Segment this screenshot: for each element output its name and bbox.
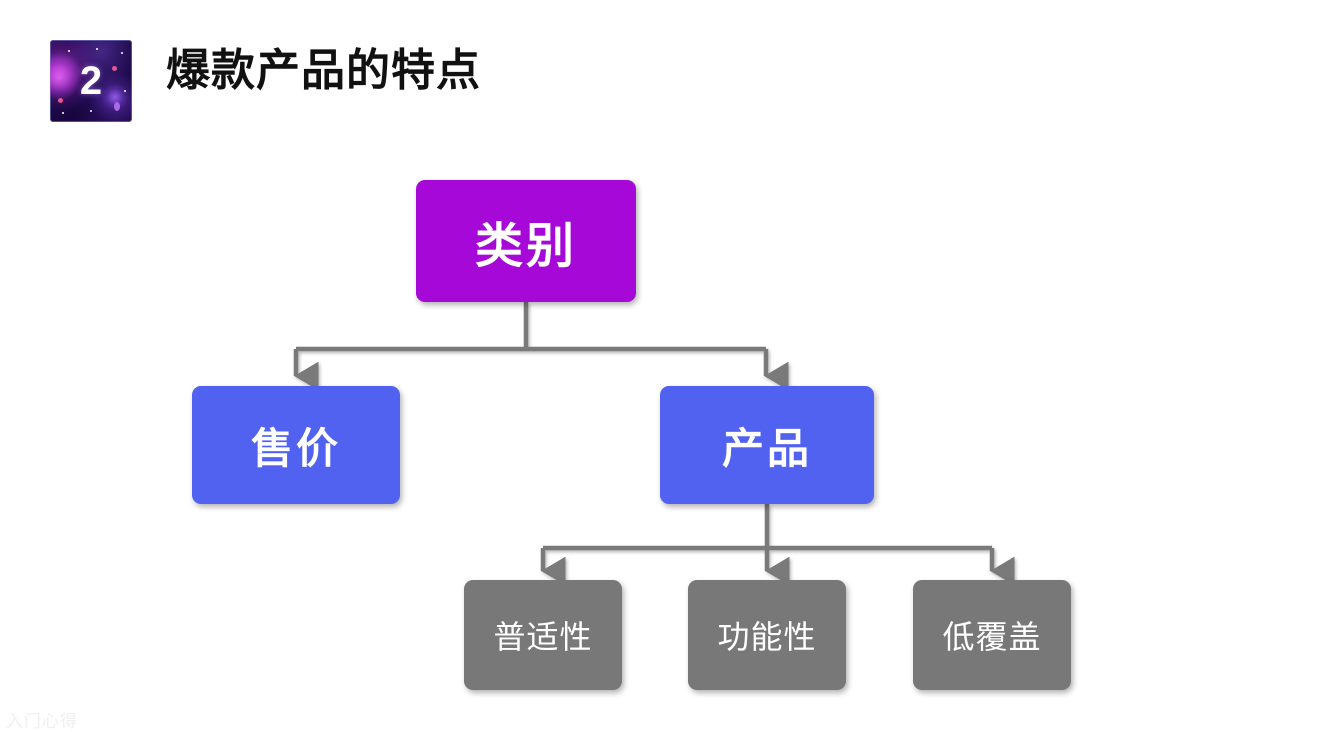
node-coverage-label: 低覆盖 bbox=[942, 619, 1042, 655]
slide-header: 2 爆款产品的特点 bbox=[0, 0, 1318, 140]
badge-star-2 bbox=[96, 48, 98, 50]
badge-speck-1 bbox=[58, 98, 63, 103]
badge-star-1 bbox=[68, 50, 70, 52]
footer-residue-text: 入门心得 bbox=[6, 712, 78, 731]
node-product-label: 产品 bbox=[721, 424, 812, 472]
node-general[interactable]: 普适性 bbox=[464, 580, 622, 690]
node-price[interactable]: 售价 bbox=[192, 386, 400, 504]
node-function[interactable]: 功能性 bbox=[688, 580, 846, 690]
page-title: 爆款产品的特点 bbox=[166, 46, 481, 95]
node-general-label: 普适性 bbox=[493, 619, 593, 655]
node-product[interactable]: 产品 bbox=[660, 386, 874, 504]
badge-speck-3 bbox=[114, 102, 120, 111]
badge-star-6 bbox=[124, 90, 126, 92]
nebula-badge-icon: 2 bbox=[50, 40, 132, 122]
badge-speck-2 bbox=[112, 66, 117, 71]
node-price-label: 售价 bbox=[250, 424, 341, 472]
badge-number: 2 bbox=[79, 58, 103, 103]
node-category[interactable]: 类别 bbox=[416, 180, 636, 302]
node-coverage[interactable]: 低覆盖 bbox=[913, 580, 1071, 690]
badge-star-4 bbox=[62, 112, 64, 114]
node-function-label: 功能性 bbox=[717, 619, 817, 655]
badge-star-5 bbox=[90, 110, 92, 112]
badge-star-3 bbox=[121, 52, 123, 54]
node-category-label: 类别 bbox=[474, 220, 577, 273]
